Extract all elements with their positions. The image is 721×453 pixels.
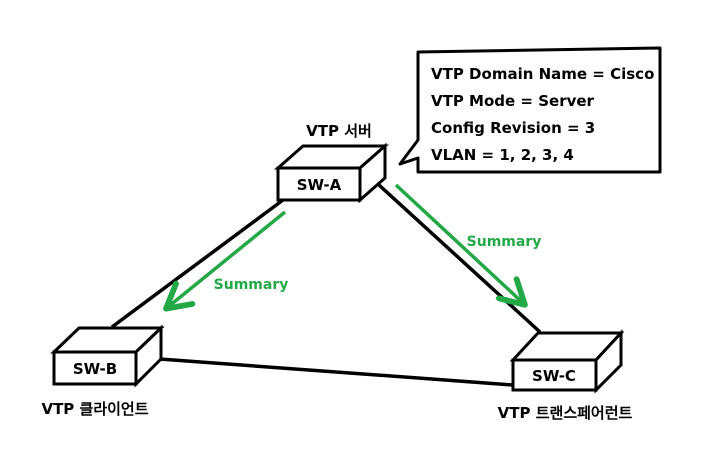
switch-sw-c-name: SW-C [532, 367, 576, 385]
role-label-sw-c: VTP 트랜스페어런트 [498, 404, 633, 422]
switch-sw-b-name: SW-B [73, 360, 117, 378]
summary-label-to-b: Summary [214, 277, 289, 293]
switch-sw-b: SW-B [50, 324, 165, 388]
info-vlan-list: VLAN = 1, 2, 3, 4 [431, 146, 574, 164]
vtp-info-callout: VTP Domain Name = Cisco VTP Mode = Serve… [398, 46, 662, 174]
info-config-revision: Config Revision = 3 [431, 119, 595, 137]
switch-sw-a: SW-A [274, 142, 389, 204]
summary-arrow-to-b [168, 210, 287, 307]
link-b-c [145, 356, 514, 387]
summary-label-to-c: Summary [467, 234, 542, 250]
role-label-sw-a: VTP 서버 [306, 122, 372, 140]
info-vtp-mode: VTP Mode = Server [431, 92, 595, 110]
switch-sw-c: SW-C [509, 329, 625, 394]
summary-arrow-to-c [394, 183, 523, 303]
switch-sw-a-name: SW-A [297, 176, 342, 194]
role-label-sw-b: VTP 클라이언트 [41, 400, 148, 418]
link-a-b [110, 198, 285, 329]
info-domain-name: VTP Domain Name = Cisco [431, 65, 654, 83]
link-a-c [366, 173, 542, 334]
